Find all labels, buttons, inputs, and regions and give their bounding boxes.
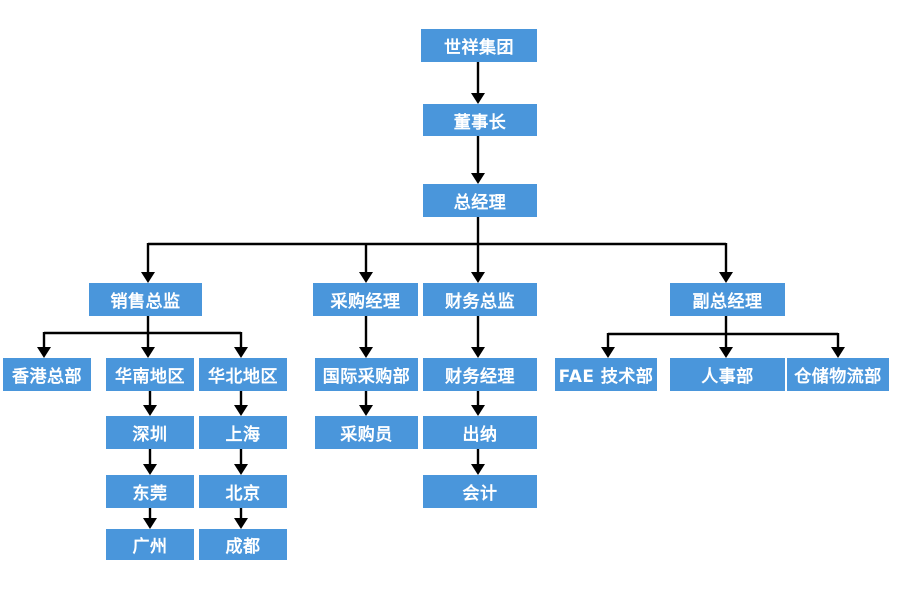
node-finance-manager: 财务经理 bbox=[423, 358, 537, 391]
arrowhead bbox=[234, 464, 248, 475]
node-purchase-manager: 采购经理 bbox=[313, 283, 418, 316]
arrowhead bbox=[234, 405, 248, 416]
arrowhead bbox=[143, 518, 157, 529]
node-north-region: 华北地区 bbox=[199, 358, 287, 391]
arrowhead bbox=[471, 347, 485, 358]
node-chairman: 董事长 bbox=[423, 104, 537, 136]
node-chengdu: 成都 bbox=[199, 529, 287, 560]
arrowhead bbox=[471, 272, 485, 283]
arrowhead bbox=[471, 464, 485, 475]
node-logistics-dept: 仓储物流部 bbox=[787, 358, 889, 391]
arrowhead bbox=[719, 347, 733, 358]
arrowhead bbox=[143, 464, 157, 475]
arrowhead bbox=[601, 347, 615, 358]
arrowhead bbox=[471, 93, 485, 104]
arrowhead bbox=[143, 405, 157, 416]
node-cashier: 出纳 bbox=[423, 416, 537, 449]
arrowhead bbox=[359, 405, 373, 416]
arrowhead bbox=[359, 347, 373, 358]
arrowhead bbox=[471, 173, 485, 184]
node-general-manager: 总经理 bbox=[423, 184, 537, 217]
node-beijing: 北京 bbox=[199, 475, 287, 508]
arrowhead bbox=[719, 272, 733, 283]
node-intl-purchasing: 国际采购部 bbox=[315, 358, 418, 391]
node-buyer: 采购员 bbox=[315, 416, 418, 449]
arrowhead bbox=[141, 347, 155, 358]
node-guangzhou: 广州 bbox=[106, 529, 194, 560]
arrowhead bbox=[234, 518, 248, 529]
node-shanghai: 上海 bbox=[199, 416, 287, 449]
node-hr-dept: 人事部 bbox=[670, 358, 785, 391]
arrowhead bbox=[471, 405, 485, 416]
node-group: 世祥集团 bbox=[421, 29, 537, 62]
node-sales-director: 销售总监 bbox=[89, 283, 202, 316]
arrowhead bbox=[37, 347, 51, 358]
node-south-region: 华南地区 bbox=[106, 358, 194, 391]
node-hk-hq: 香港总部 bbox=[3, 358, 91, 391]
arrowhead bbox=[359, 272, 373, 283]
node-shenzhen: 深圳 bbox=[106, 416, 194, 449]
arrowhead bbox=[831, 347, 845, 358]
node-fae-dept: FAE 技术部 bbox=[555, 358, 657, 391]
node-accountant: 会计 bbox=[423, 475, 537, 508]
arrowhead bbox=[141, 272, 155, 283]
node-deputy-gm: 副总经理 bbox=[670, 283, 785, 316]
node-dongguan: 东莞 bbox=[106, 475, 194, 508]
node-finance-director: 财务总监 bbox=[423, 283, 537, 316]
arrowhead bbox=[234, 347, 248, 358]
